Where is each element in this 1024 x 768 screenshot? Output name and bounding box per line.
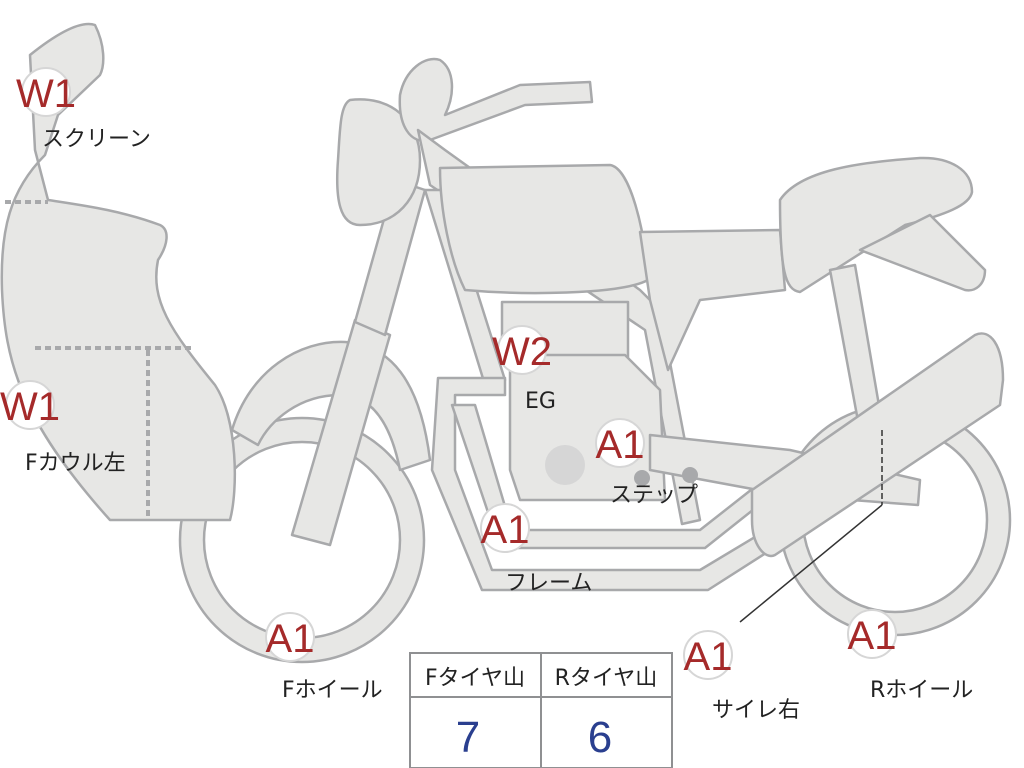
footstep-2 (682, 467, 698, 483)
header-front-tread: Fタイヤ山 (425, 666, 525, 691)
label-frame: フレーム (505, 571, 592, 596)
label-engine: EG (525, 389, 556, 414)
badge-fcowl-left: W1 (0, 380, 60, 430)
engine-cover (545, 445, 585, 485)
muffler-leader-line (739, 430, 883, 623)
label-r-wheel: Rホイール (870, 678, 973, 703)
cowl-seams (5, 200, 192, 520)
badge-frame: A1 (480, 503, 530, 553)
badge-muffler-right: A1 (683, 630, 733, 680)
badge-r-wheel: A1 (847, 609, 897, 659)
badge-circle (683, 630, 733, 680)
tire-tread-table: Fタイヤ山 Rタイヤ山 7 6 (409, 652, 673, 768)
motorcycle-illustration (0, 22, 1012, 664)
label-f-wheel: Fホイール (282, 678, 383, 703)
badge-code: W1 (16, 72, 76, 116)
fuel-tank (438, 163, 650, 295)
badge-circle (5, 380, 55, 430)
badge-screen: W1 (16, 67, 76, 117)
header-rear-tread: Rタイヤ山 (555, 666, 658, 691)
badge-code: W2 (492, 330, 552, 374)
handlebar (398, 57, 594, 143)
label-screen: スクリーン (42, 127, 151, 152)
muffler (750, 332, 1005, 558)
tail-cowl (858, 213, 987, 292)
badge-circle (480, 503, 530, 553)
badge-circle (21, 67, 71, 117)
badge-engine: W2 (492, 325, 552, 375)
badge-code: A1 (266, 617, 315, 661)
badge-step: A1 (595, 418, 645, 468)
badge-circle (497, 325, 547, 375)
front-wheel (178, 416, 426, 664)
exhaust-pipe (430, 376, 807, 592)
badge-circle (265, 612, 315, 662)
label-step: ステップ (610, 483, 698, 508)
seat (778, 156, 974, 294)
badge-code: A1 (684, 635, 733, 679)
badge-circle (847, 609, 897, 659)
badge-code: W1 (0, 385, 60, 429)
value-front-tread: 7 (456, 713, 480, 762)
front-fender (230, 340, 432, 472)
value-rear-tread: 6 (588, 713, 612, 762)
label-fcowl-left: Fカウル左 (25, 451, 126, 476)
badge-f-wheel: A1 (265, 612, 315, 662)
badge-code: A1 (848, 614, 897, 658)
badge-code: A1 (481, 508, 530, 552)
label-muffler-right: サイレ右 (712, 698, 800, 723)
side-panel (638, 228, 787, 372)
footstep-1 (634, 470, 650, 486)
front-cowl (0, 22, 237, 522)
badge-code: A1 (596, 423, 645, 467)
badge-circle (595, 418, 645, 468)
